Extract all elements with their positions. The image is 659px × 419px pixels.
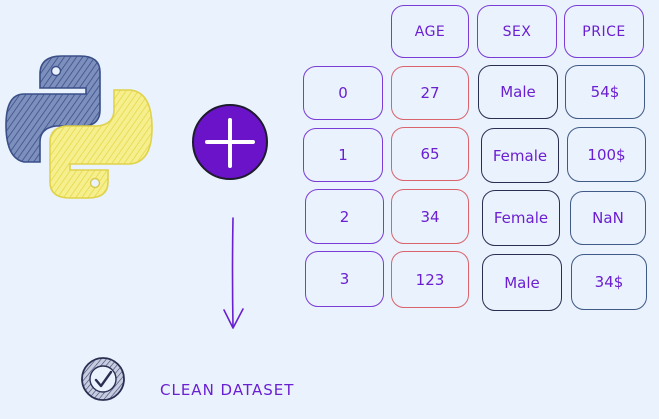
- clean-dataset-label: CLEAN DATASET: [160, 381, 295, 399]
- cell-age-0: 27: [391, 66, 469, 120]
- row-index-1: 1: [303, 128, 383, 182]
- cell-price-2: NaN: [570, 191, 646, 245]
- row-index-2: 2: [305, 189, 384, 244]
- cell-sex-0: Male: [478, 65, 558, 119]
- cell-age-3: 123: [391, 251, 469, 308]
- column-header-sex: SEX: [477, 5, 557, 58]
- cell-sex-3: Male: [482, 254, 562, 311]
- cell-sex-1: Female: [481, 128, 559, 183]
- cell-price-3: 34$: [571, 254, 647, 310]
- cell-age-1: 65: [391, 127, 469, 181]
- cell-age-2: 34: [391, 189, 469, 244]
- cell-sex-2: Female: [482, 190, 560, 246]
- column-header-price: PRICE: [564, 5, 644, 58]
- row-index-3: 3: [305, 251, 384, 307]
- column-header-age: AGE: [391, 5, 469, 58]
- cell-price-0: 54$: [565, 65, 645, 119]
- row-index-0: 0: [303, 66, 383, 120]
- cell-price-1: 100$: [567, 127, 646, 182]
